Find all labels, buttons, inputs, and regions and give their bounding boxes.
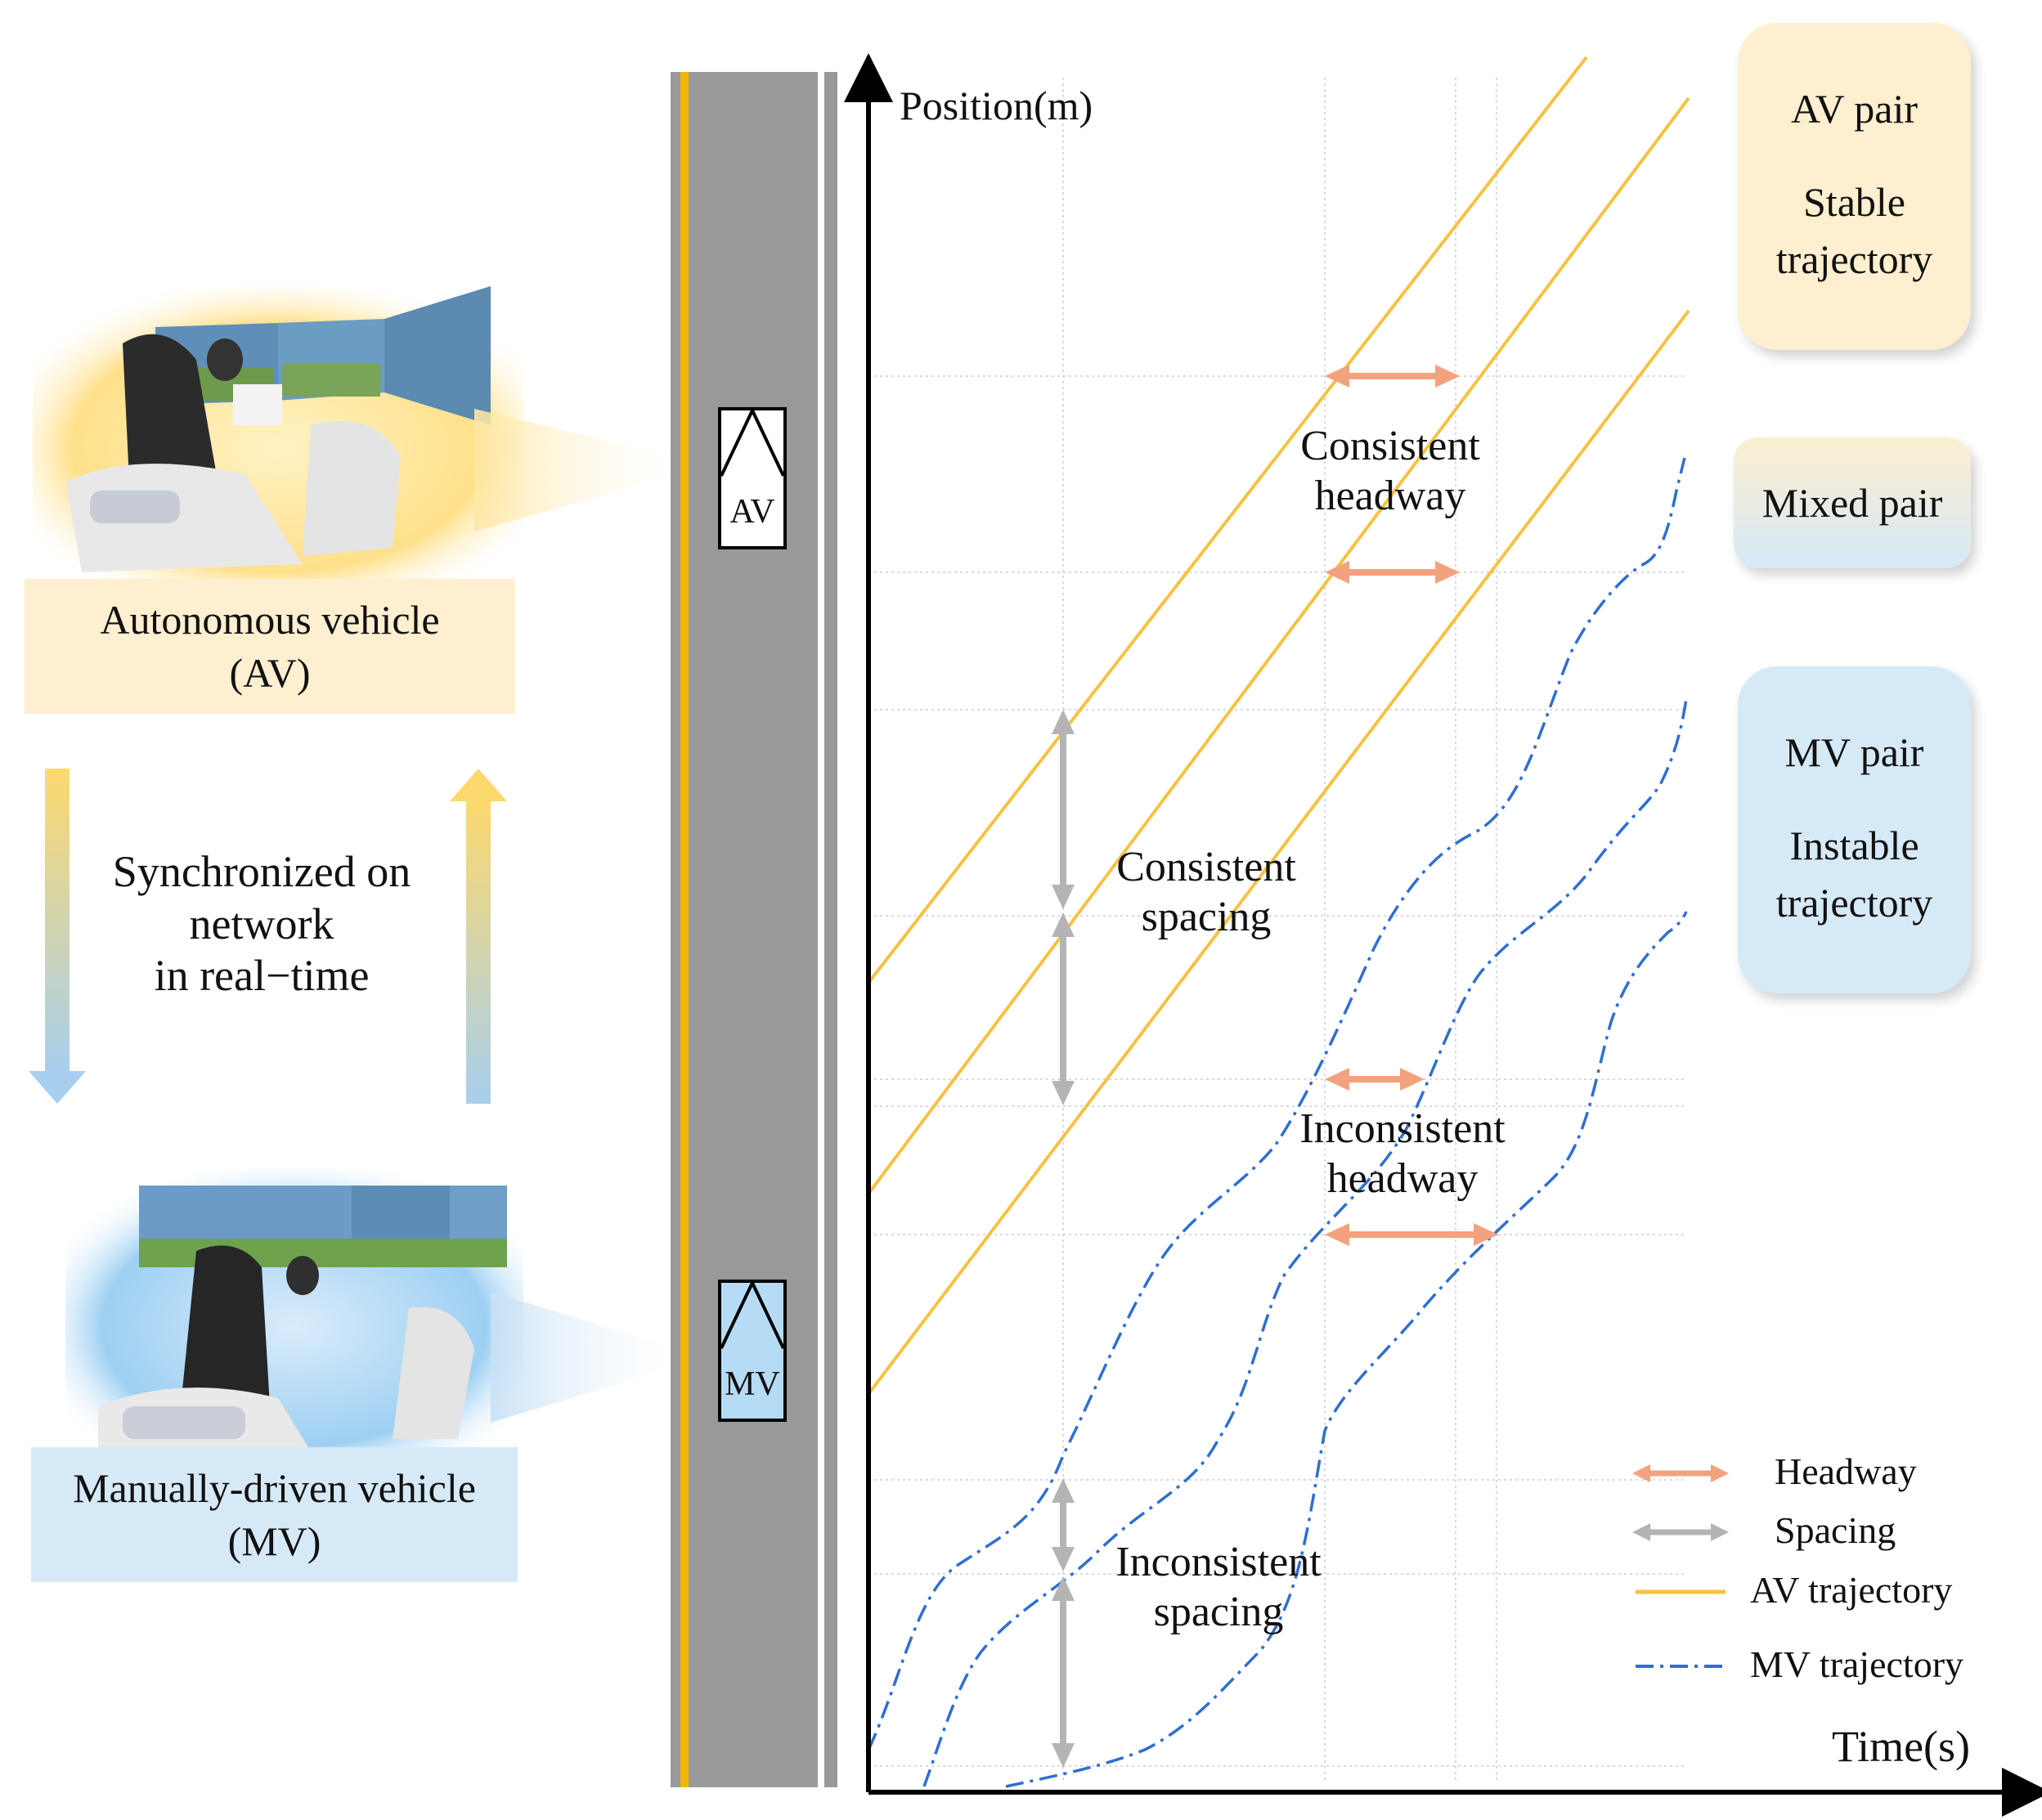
av-projection-cone bbox=[474, 384, 687, 548]
inconsistent-spacing-line2: spacing bbox=[1153, 1589, 1284, 1636]
headway-arrow-3 bbox=[1325, 1068, 1425, 1091]
mv-pair-title: MV pair bbox=[1784, 729, 1924, 775]
headway-arrow-1 bbox=[1325, 365, 1460, 388]
av-label-line2: (AV) bbox=[229, 649, 311, 696]
legend-av-label: AV trajectory bbox=[1750, 1569, 1953, 1611]
sync-text: Synchronized on network in real−time bbox=[82, 846, 442, 1002]
y-axis-label: Position(m) bbox=[900, 83, 1093, 128]
av-pair-desc-line1: Stable bbox=[1803, 179, 1905, 225]
legend-mv-label: MV trajectory bbox=[1750, 1643, 1964, 1685]
sync-line3: in real−time bbox=[154, 951, 370, 1001]
mv-trajectory-2 bbox=[922, 698, 1688, 1787]
sync-arrow-down bbox=[29, 769, 86, 1104]
spacing-arrow-1 bbox=[1052, 710, 1075, 909]
headway-arrow-4 bbox=[1325, 1223, 1498, 1246]
consistent-spacing-line2: spacing bbox=[1141, 894, 1272, 941]
spacing-arrow-3 bbox=[1052, 1478, 1075, 1571]
av-car: AV bbox=[718, 407, 787, 549]
x-axis-label: Time(s) bbox=[1832, 1722, 1971, 1771]
legend-spacing-swatch bbox=[1632, 1523, 1729, 1541]
mv-trajectory-3 bbox=[1005, 911, 1688, 1788]
mixed-pair-title: Mixed pair bbox=[1762, 480, 1943, 526]
av-trajectory-2 bbox=[867, 96, 1690, 1195]
mv-trajectories bbox=[867, 457, 1688, 1788]
av-pair-title: AV pair bbox=[1790, 86, 1919, 132]
consistent-spacing-line1: Consistent bbox=[1116, 844, 1296, 890]
inconsistent-spacing-line1: Inconsistent bbox=[1115, 1539, 1322, 1585]
consistent-headway-label: Consistent headway bbox=[1259, 421, 1521, 522]
mv-label-line2: (MV) bbox=[227, 1517, 321, 1564]
av-label-line1: Autonomous vehicle bbox=[100, 596, 440, 643]
headway-arrow-2 bbox=[1325, 561, 1460, 584]
spacing-arrow-4 bbox=[1052, 1576, 1075, 1768]
spacing-arrow-2 bbox=[1052, 912, 1075, 1105]
mv-pair-card: MV pair Instable trajectory bbox=[1738, 666, 1971, 993]
av-trajectory-3 bbox=[867, 309, 1690, 1396]
mv-pair-desc-line1: Instable bbox=[1789, 823, 1919, 868]
av-pair-desc-line2: trajectory bbox=[1775, 236, 1933, 282]
legend-headway-label: Headway bbox=[1775, 1450, 1917, 1492]
av-trajectory-1 bbox=[867, 56, 1588, 984]
consistent-spacing-label: Consistent spacing bbox=[1084, 842, 1329, 943]
consistent-headway-line1: Consistent bbox=[1300, 423, 1480, 469]
headway-arrows bbox=[1325, 365, 1498, 1246]
inconsistent-headway-label: Inconsistent headway bbox=[1263, 1104, 1542, 1204]
mv-car-label: MV bbox=[725, 1365, 780, 1403]
mv-label-box: Manually-driven vehicle (MV) bbox=[31, 1447, 518, 1582]
consistent-headway-line2: headway bbox=[1314, 473, 1466, 520]
mv-simulator-image bbox=[49, 1161, 523, 1455]
av-label-box: Autonomous vehicle (AV) bbox=[25, 579, 515, 714]
av-simulator-image bbox=[33, 270, 523, 581]
av-trajectories bbox=[867, 56, 1690, 1396]
sync-line1: Synchronized on bbox=[112, 847, 411, 896]
inconsistent-spacing-label: Inconsistent spacing bbox=[1079, 1537, 1358, 1638]
legend-spacing-label: Spacing bbox=[1775, 1509, 1896, 1551]
inconsistent-headway-line1: Inconsistent bbox=[1299, 1105, 1506, 1152]
mv-car: MV bbox=[718, 1280, 787, 1422]
road-edge-line bbox=[824, 72, 837, 1787]
road-strip bbox=[671, 72, 818, 1787]
mv-projection-cone bbox=[491, 1275, 687, 1439]
road-lane-yellow bbox=[680, 72, 689, 1787]
spacing-arrows bbox=[1052, 710, 1075, 1768]
av-car-label: AV bbox=[729, 493, 775, 531]
inconsistent-headway-line2: headway bbox=[1326, 1155, 1479, 1203]
mixed-pair-card: Mixed pair bbox=[1734, 437, 1971, 568]
mv-pair-desc-line2: trajectory bbox=[1775, 880, 1933, 926]
av-pair-card: AV pair Stable trajectory bbox=[1738, 23, 1971, 350]
mv-label-line1: Manually-driven vehicle bbox=[73, 1464, 476, 1511]
legend: Headway Spacing AV trajectory MV traject… bbox=[1627, 1435, 2036, 1697]
sync-arrow-up bbox=[450, 769, 507, 1104]
sync-line2: network bbox=[189, 899, 334, 948]
legend-headway-swatch bbox=[1632, 1464, 1729, 1482]
mv-trajectory-1 bbox=[867, 457, 1686, 1751]
